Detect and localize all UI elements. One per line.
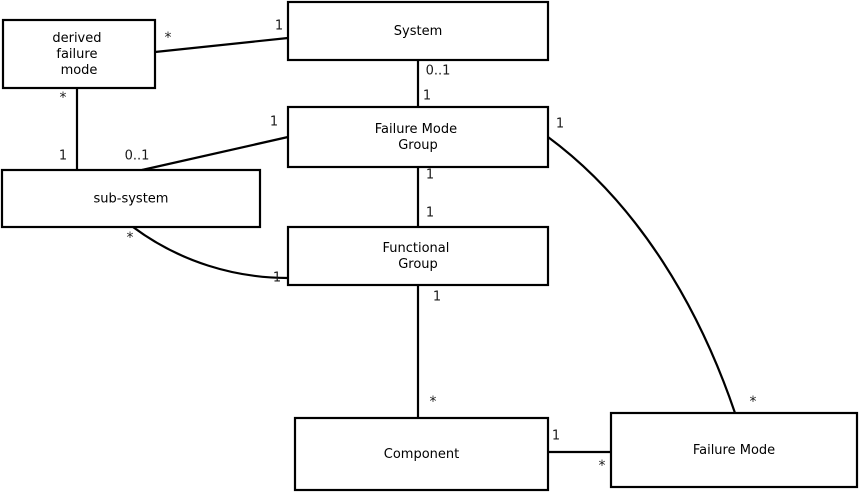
class-label-line: Group xyxy=(398,138,438,153)
multiplicity-label: * xyxy=(60,90,67,106)
class-box-rect[interactable] xyxy=(609,411,859,489)
class-label-line: Component xyxy=(384,447,459,462)
multiplicity-label: 1 xyxy=(426,206,434,221)
class-box-sub-system[interactable]: sub-system xyxy=(0,168,262,229)
multiplicity-label: 1 xyxy=(423,89,431,104)
multiplicity-label: * xyxy=(165,30,172,46)
association-subsystem-to-functional-group[interactable] xyxy=(132,226,289,280)
class-box-rect[interactable] xyxy=(1,18,157,90)
multiplicity-label: * xyxy=(599,458,606,474)
class-box-system[interactable]: System xyxy=(286,0,550,62)
class-box-rect[interactable] xyxy=(286,0,550,62)
multiplicity-label: * xyxy=(430,394,437,410)
class-label-failure-mode: Failure Mode xyxy=(693,443,775,458)
class-label-sub-system: sub-system xyxy=(94,191,169,206)
class-label-line: mode xyxy=(61,63,98,78)
multiplicity-label: * xyxy=(750,394,757,410)
class-label-system: System xyxy=(394,24,442,39)
multiplicity-label: 0..1 xyxy=(426,64,451,79)
class-label-line: System xyxy=(394,24,442,39)
class-label-component: Component xyxy=(384,447,459,462)
multiplicity-layer: * 1 * 1 0..1 1 0..1 1 1 1 * 1 1 * 1 * 1 * xyxy=(59,19,757,475)
multiplicity-label: 1 xyxy=(273,271,281,286)
multiplicity-label: 1 xyxy=(433,290,441,305)
class-label-line: sub-system xyxy=(94,191,169,206)
class-label-line: derived xyxy=(52,31,101,46)
class-label-line: failure xyxy=(56,47,97,62)
multiplicity-label: 1 xyxy=(270,115,278,130)
class-box-failure-mode[interactable]: Failure Mode xyxy=(609,411,859,489)
multiplicity-label: 1 xyxy=(556,117,564,132)
class-label-functional-group: Functional Group xyxy=(382,241,453,272)
class-label-line: Failure Mode xyxy=(693,443,775,458)
class-box-rect[interactable] xyxy=(286,225,550,287)
class-label-line: Functional xyxy=(382,241,449,256)
multiplicity-label: 0..1 xyxy=(125,149,150,164)
class-box-rect[interactable] xyxy=(286,105,550,169)
association-layer xyxy=(75,36,737,454)
association-failure-mode-group-to-failure-mode[interactable] xyxy=(547,136,737,414)
class-box-component[interactable]: Component xyxy=(293,416,550,492)
class-label-failure-mode-group: Failure Mode Group xyxy=(375,122,461,153)
multiplicity-label: 1 xyxy=(59,149,67,164)
class-box-rect[interactable] xyxy=(293,416,550,492)
class-box-rect[interactable] xyxy=(0,168,262,229)
class-label-line: Failure Mode xyxy=(375,122,457,137)
multiplicity-label: 1 xyxy=(552,429,560,444)
class-box-functional-group[interactable]: Functional Group xyxy=(286,225,550,287)
multiplicity-label: 1 xyxy=(426,168,434,183)
multiplicity-label: 1 xyxy=(275,19,283,34)
multiplicity-label: * xyxy=(127,230,134,246)
association-subsystem-to-failure-mode-group[interactable] xyxy=(141,135,289,172)
class-box-derived-failure-mode[interactable]: derived failure mode xyxy=(1,18,157,90)
class-box-failure-mode-group[interactable]: Failure Mode Group xyxy=(286,105,550,169)
class-label-line: Group xyxy=(398,257,438,272)
class-label-derived-failure-mode: derived failure mode xyxy=(52,31,105,78)
association-derived-to-system[interactable] xyxy=(154,36,289,54)
